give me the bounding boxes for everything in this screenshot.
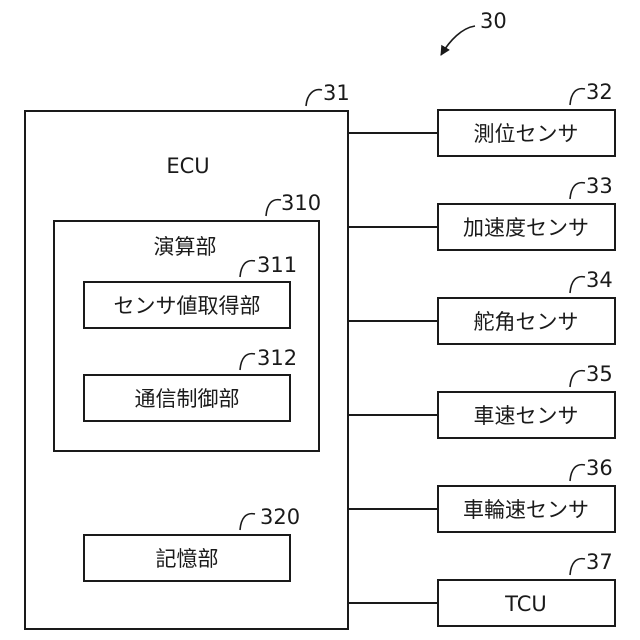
vehicle-speed-sensor-ref-number: 35 — [586, 362, 613, 386]
figure-ref-number: 30 — [480, 9, 507, 33]
positioning-sensor-ref-leader — [570, 89, 585, 105]
figure-ref-arrow — [441, 26, 475, 55]
acceleration-sensor-ref-leader — [570, 183, 585, 199]
communication-control-label: 通信制御部 — [135, 387, 240, 411]
steering-angle-sensor-ref-leader — [570, 277, 585, 293]
positioning-sensor-label: 測位センサ — [474, 122, 579, 146]
acceleration-sensor-ref-number: 33 — [586, 174, 613, 198]
wheel-speed-sensor-ref-number: 36 — [586, 456, 613, 480]
vehicle-speed-sensor-ref-leader — [570, 371, 585, 387]
ecu-ref-number: 31 — [323, 81, 350, 105]
steering-angle-sensor-ref-number: 34 — [586, 268, 613, 292]
tcu-ref-number: 37 — [586, 550, 613, 574]
storage-unit-label: 記憶部 — [156, 547, 219, 571]
sensor-value-acquisition-label: センサ値取得部 — [114, 294, 261, 318]
positioning-sensor-block: 測位センサ 32 — [438, 80, 615, 156]
acceleration-sensor-block: 加速度センサ 33 — [438, 174, 615, 250]
vehicle-speed-sensor-label: 車速センサ — [474, 404, 579, 428]
tcu-label: TCU — [504, 592, 547, 616]
wheel-speed-sensor-label: 車輪速センサ — [463, 498, 589, 522]
positioning-sensor-ref-number: 32 — [586, 80, 613, 104]
compute-unit-label: 演算部 — [154, 235, 217, 259]
figure-ref-group: 30 — [441, 9, 507, 55]
connection-lines — [348, 133, 438, 603]
ecu-label: ECU — [166, 154, 209, 178]
ecu-ref-leader — [306, 90, 322, 106]
sensor-value-acquisition-ref-number: 311 — [257, 253, 297, 277]
vehicle-speed-sensor-block: 車速センサ 35 — [438, 362, 615, 438]
storage-unit-ref-number: 320 — [260, 505, 300, 529]
communication-control-ref-number: 312 — [257, 346, 297, 370]
wheel-speed-sensor-block: 車輪速センサ 36 — [438, 456, 615, 532]
tcu-ref-leader — [570, 559, 585, 575]
compute-unit-ref-number: 310 — [281, 191, 321, 215]
tcu-block: TCU 37 — [438, 550, 615, 626]
acceleration-sensor-label: 加速度センサ — [463, 216, 589, 240]
wheel-speed-sensor-ref-leader — [570, 465, 585, 481]
steering-angle-sensor-label: 舵角センサ — [474, 310, 579, 334]
steering-angle-sensor-block: 舵角センサ 34 — [438, 268, 615, 344]
